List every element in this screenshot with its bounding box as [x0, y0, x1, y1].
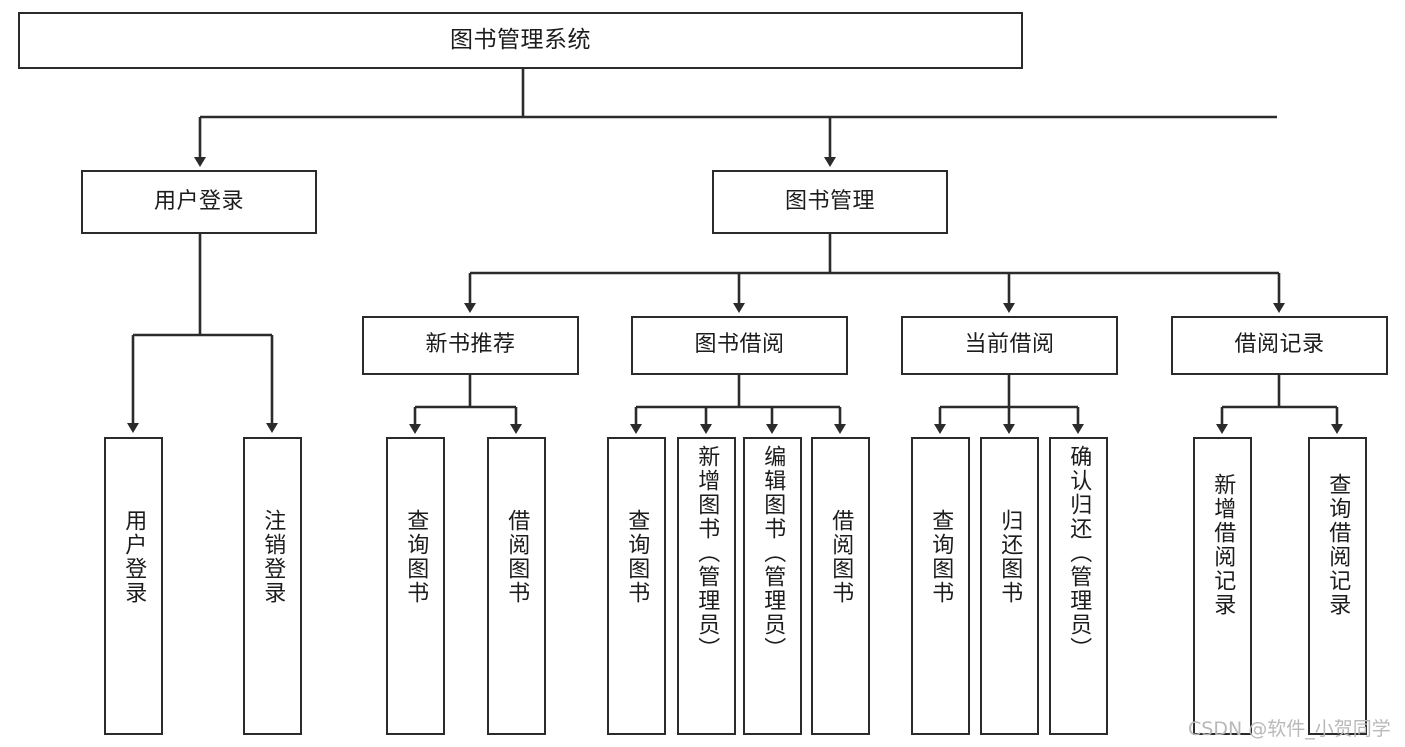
leaf-borrow-book-borrow[interactable]: 借阅图书: [811, 437, 870, 735]
watermark: CSDN @软件_小贺同学: [1188, 718, 1391, 740]
node-label: 新增借阅记录: [1210, 473, 1236, 617]
leaf-query-book-borrow[interactable]: 查询图书: [607, 437, 666, 735]
node-label: 当前借阅: [964, 332, 1055, 358]
leaf-borrow-book-recommend[interactable]: 借阅图书: [487, 437, 546, 735]
node-label: 图书管理系统: [450, 26, 591, 53]
leaf-query-book-current[interactable]: 查询图书: [911, 437, 970, 735]
node-label: 新增图书（管理员）: [694, 445, 720, 661]
node-label: 借阅图书: [504, 509, 530, 605]
node-root-book-management-system[interactable]: 图书管理系统: [18, 12, 1023, 69]
node-label: 图书管理: [784, 188, 875, 214]
node-label: 借阅图书: [828, 509, 854, 605]
node-label: 查询图书: [624, 509, 650, 605]
leaf-user-login[interactable]: 用户登录: [104, 437, 163, 735]
leaf-edit-book-admin[interactable]: 编辑图书（管理员）: [743, 437, 802, 735]
node-label: 注销登录: [260, 509, 286, 605]
node-label: 新书推荐: [425, 332, 516, 358]
node-label: 归还图书: [997, 509, 1023, 605]
node-label: 查询借阅记录: [1325, 473, 1351, 617]
node-book-borrow[interactable]: 图书借阅: [631, 316, 848, 375]
node-label: 查询图书: [928, 509, 954, 605]
node-borrow-record[interactable]: 借阅记录: [1171, 316, 1388, 375]
node-label: 查询图书: [403, 509, 429, 605]
node-current-borrow[interactable]: 当前借阅: [901, 316, 1118, 375]
leaf-add-book-admin[interactable]: 新增图书（管理员）: [677, 437, 736, 735]
node-label: 借阅记录: [1234, 332, 1325, 358]
node-new-book-recommend[interactable]: 新书推荐: [362, 316, 579, 375]
leaf-query-book-recommend[interactable]: 查询图书: [386, 437, 445, 735]
leaf-add-borrow-record[interactable]: 新增借阅记录: [1193, 437, 1252, 735]
node-label: 用户登录: [121, 509, 147, 605]
node-user-login[interactable]: 用户登录: [81, 170, 317, 234]
leaf-query-borrow-record[interactable]: 查询借阅记录: [1308, 437, 1367, 735]
node-label: 确认归还（管理员）: [1066, 445, 1092, 661]
node-book-management[interactable]: 图书管理: [712, 170, 948, 234]
leaf-logout-login[interactable]: 注销登录: [243, 437, 302, 735]
node-label: 用户登录: [153, 188, 244, 214]
leaf-confirm-return-admin[interactable]: 确认归还（管理员）: [1049, 437, 1108, 735]
leaf-return-book[interactable]: 归还图书: [980, 437, 1039, 735]
node-label: 图书借阅: [694, 332, 785, 358]
node-label: 编辑图书（管理员）: [760, 445, 786, 661]
